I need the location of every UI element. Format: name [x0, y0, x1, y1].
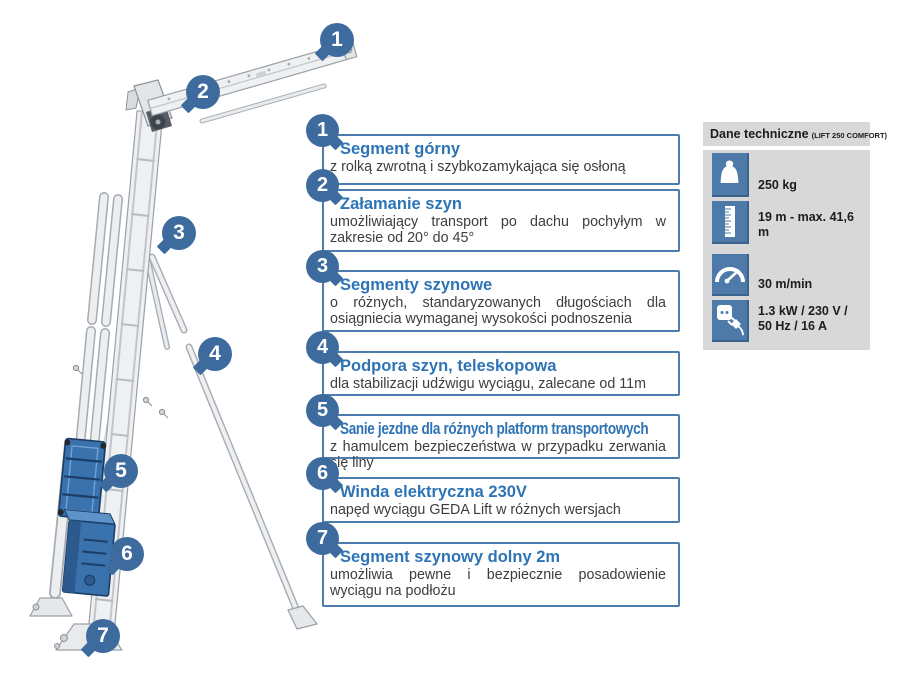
- callout-title: Sanie jezdne dla różnych platform transp…: [340, 420, 649, 438]
- ruler-icon: [712, 201, 749, 244]
- marker-label: 6: [121, 542, 133, 565]
- diagram-marker-1: 1: [320, 23, 354, 57]
- callout-number-3: 3: [306, 250, 339, 283]
- callout-body: umożliwia pewne i bezpiecznie posadowien…: [330, 567, 666, 599]
- callout-body: dla stabilizacji udźwigu wyciągu, zaleca…: [330, 376, 647, 392]
- spec-row-power: 1.3 kW / 230 V / 50 Hz / 16 A: [712, 300, 863, 342]
- callout-title: Segment szynowy dolny 2m: [340, 548, 561, 566]
- callout-zalamanie-szyn: 2 Załamanie szyn umożliwiający transport…: [306, 169, 680, 252]
- callout-podpora-szyn: 4 Podpora szyn, teleskopowa dla stabiliz…: [306, 331, 680, 396]
- marker-label: 7: [97, 624, 109, 647]
- tech-panel-body: 250 kg 19 m - max. 41,6: [703, 150, 870, 350]
- lift-illustration: [29, 40, 358, 651]
- marker-label: 6: [316, 462, 329, 484]
- marker-label: 2: [316, 174, 329, 196]
- callout-number-7: 7: [306, 522, 339, 555]
- callout-number-5: 5: [306, 394, 339, 427]
- callout-sanie-jezdne: 5 Sanie jezdne dla różnych platform tran…: [306, 394, 680, 470]
- callout-body: umożliwiający transport po dachu pochyły…: [330, 214, 666, 246]
- diagram-marker-2: 2: [186, 75, 220, 109]
- callout-title: Segment górny: [340, 140, 461, 158]
- diagram-marker-3: 3: [162, 216, 196, 250]
- marker-label: 3: [173, 221, 185, 244]
- callout-segment-dolny: 7 Segment szynowy dolny 2m umożliwia pew…: [306, 522, 680, 607]
- marker-label: 2: [197, 80, 209, 103]
- marker-label: 5: [115, 459, 127, 482]
- marker-label: 7: [316, 527, 329, 549]
- marker-label: 3: [316, 255, 329, 277]
- callout-segment-gorny: 1 Segment górny z rolką zwrotną i szybko…: [306, 114, 680, 185]
- diagram-marker-5: 5: [104, 454, 138, 488]
- marker-label: 4: [316, 336, 329, 358]
- diagram-marker-7: 7: [86, 619, 120, 653]
- callout-number-2: 2: [306, 169, 339, 202]
- marker-label: 1: [316, 119, 329, 141]
- callout-number-1: 1: [306, 114, 339, 147]
- callout-number-4: 4: [306, 331, 339, 364]
- callout-title: Winda elektryczna 230V: [340, 483, 527, 501]
- marker-label: 1: [331, 28, 343, 51]
- callout-number-6: 6: [306, 457, 339, 490]
- marker-label: 4: [209, 342, 221, 365]
- diagram-marker-4: 4: [198, 337, 232, 371]
- spec-value-height: 19 m - max. 41,6 m: [758, 210, 854, 239]
- callout-title: Segmenty szynowe: [340, 276, 493, 294]
- tech-panel-subtitle: (LIFT 250 COMFORT): [811, 130, 888, 140]
- callout-title: Załamanie szyn: [340, 195, 462, 213]
- weight-icon: [712, 153, 749, 197]
- callout-winda-elektryczna: 6 Winda elektryczna 230V napęd wyciągu G…: [306, 457, 680, 523]
- power-plug-icon: [712, 300, 749, 342]
- speedometer-icon: [712, 254, 749, 296]
- callout-body: z rolką zwrotną i szybkozamykająca się o…: [330, 159, 626, 175]
- spec-row-capacity: 250 kg: [712, 153, 863, 197]
- spec-value-speed: 30 m/min: [758, 277, 813, 291]
- callout-segmenty-szynowe: 3 Segmenty szynowe o różnych, standaryzo…: [306, 250, 680, 332]
- tech-panel: Dane techniczne (LIFT 250 COMFORT) 250 k…: [703, 122, 887, 350]
- callout-body: napęd wyciągu GEDA Lift w różnych wersja…: [330, 502, 621, 518]
- spec-value-capacity: 250 kg: [758, 178, 797, 192]
- callout-title: Podpora szyn, teleskopowa: [340, 357, 557, 375]
- tech-panel-header: Dane techniczne (LIFT 250 COMFORT): [703, 122, 887, 146]
- callout-body: o różnych, standaryzowanych długościach …: [330, 295, 666, 327]
- spec-row-height: 19 m - max. 41,6 m: [712, 201, 863, 244]
- tech-panel-title: Dane techniczne: [710, 127, 809, 141]
- diagram-marker-6: 6: [110, 537, 144, 571]
- spec-row-speed: 30 m/min: [712, 254, 863, 296]
- spec-value-power: 1.3 kW / 230 V / 50 Hz / 16 A: [758, 304, 848, 333]
- marker-label: 5: [316, 399, 329, 421]
- callout-body: z hamulcem bezpieczeństwa w przypadku ze…: [330, 439, 666, 471]
